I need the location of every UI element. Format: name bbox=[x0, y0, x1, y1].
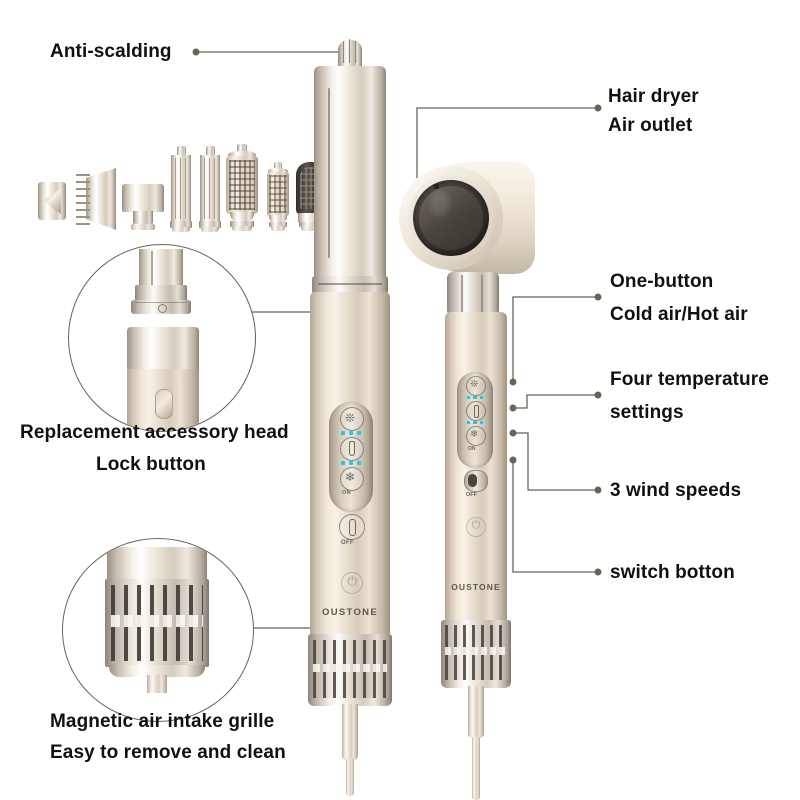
toggle-switch-icon bbox=[468, 474, 477, 487]
fan-icon: ❊ bbox=[345, 411, 356, 425]
dryer-neck bbox=[447, 272, 499, 316]
dryer-brand-logo: OUSTONE bbox=[451, 582, 501, 592]
dryer-on-off-switch[interactable] bbox=[464, 470, 488, 492]
styler-control-panel[interactable]: ❊ ❄ bbox=[329, 402, 373, 512]
thermometer-icon bbox=[474, 405, 479, 418]
thermometer-icon bbox=[349, 441, 355, 456]
dryer-temperature-button[interactable] bbox=[466, 401, 486, 421]
lock-button[interactable] bbox=[155, 389, 173, 419]
label-settings: settings bbox=[610, 402, 684, 423]
detail-lower-body bbox=[127, 327, 199, 431]
dryer-switch-off-label: OFF bbox=[466, 492, 477, 498]
detail-grille-unit bbox=[105, 547, 209, 693]
label-wind-speeds: 3 wind speeds bbox=[610, 480, 742, 501]
dryer-control-panel[interactable]: ❊ ❄ ON bbox=[457, 372, 493, 468]
dryer-led-row-1 bbox=[467, 396, 483, 400]
styler-brand-logo: OUSTONE bbox=[322, 607, 378, 618]
on-off-switch[interactable] bbox=[339, 514, 365, 540]
label-magnetic-grille: Magnetic air intake grille bbox=[50, 711, 275, 732]
label-air-outlet: Air outlet bbox=[608, 115, 693, 136]
label-hair-dryer: Hair dryer bbox=[608, 86, 699, 107]
switch-off-label: OFF bbox=[341, 540, 354, 546]
grille-detail-circle bbox=[62, 538, 254, 722]
label-lock-button: Lock button bbox=[96, 454, 206, 475]
switch-on-label: ON bbox=[342, 490, 351, 496]
dryer-nozzle bbox=[399, 166, 503, 270]
fan-icon: ❊ bbox=[470, 379, 479, 390]
styler-body: ❊ ❄ bbox=[310, 292, 390, 636]
label-one-button: One-button bbox=[610, 271, 714, 292]
power-icon[interactable]: ⏻ bbox=[341, 572, 363, 594]
led-row-1 bbox=[341, 431, 361, 435]
dryer-switch-on-label: ON bbox=[468, 446, 476, 452]
toggle-switch-icon bbox=[349, 519, 356, 536]
accessory-small-round-brush bbox=[267, 162, 289, 232]
led-row-2 bbox=[341, 461, 361, 465]
dryer-power-icon[interactable]: ⏻ bbox=[466, 517, 486, 537]
snowflake-sun-icon: ❄ bbox=[470, 429, 479, 440]
dryer-handle-body: ❊ ❄ ON bbox=[445, 312, 507, 622]
snowflake-sun-icon: ❄ bbox=[345, 470, 356, 484]
dryer-wind-speed-button[interactable]: ❊ bbox=[466, 376, 486, 396]
dryer-led-row-2 bbox=[467, 421, 483, 425]
cold-hot-button[interactable]: ❄ bbox=[340, 467, 364, 491]
styler-air-intake-grille bbox=[308, 634, 392, 706]
accessory-curling-barrel-left bbox=[170, 146, 192, 232]
accessory-round-volumizing-brush bbox=[226, 144, 258, 232]
label-anti-scalding: Anti-scalding bbox=[50, 41, 172, 62]
label-four-temperature: Four temperature bbox=[610, 369, 769, 390]
accessory-wide-tooth-comb bbox=[76, 168, 116, 230]
accessories-row bbox=[38, 138, 328, 236]
temperature-button[interactable] bbox=[340, 437, 364, 461]
lock-detail-circle bbox=[68, 244, 256, 432]
dryer-cold-hot-button[interactable]: ❄ bbox=[466, 426, 486, 446]
styler-power-cord bbox=[342, 704, 358, 796]
dryer-power-cord bbox=[468, 686, 484, 800]
dryer-head bbox=[395, 160, 535, 280]
hair-styler-device: ❊ ❄ bbox=[300, 36, 400, 796]
hair-dryer-device: ❊ ❄ ON bbox=[395, 160, 535, 800]
accessory-curling-barrel-right bbox=[199, 146, 221, 232]
label-cold-hot-air: Cold air/Hot air bbox=[610, 304, 748, 325]
label-replacement-head: Replacement accessory head bbox=[20, 422, 289, 443]
styler-tip bbox=[336, 36, 364, 68]
label-switch-botton: switch botton bbox=[610, 562, 735, 583]
detail-detached-head bbox=[131, 249, 193, 319]
accessory-concentrator-nozzle bbox=[38, 182, 66, 220]
label-easy-clean: Easy to remove and clean bbox=[50, 742, 286, 763]
accessory-smoothing-head bbox=[122, 184, 164, 232]
dryer-air-intake-grille bbox=[441, 620, 511, 688]
styler-barrel bbox=[314, 66, 386, 278]
wind-speed-button[interactable]: ❊ bbox=[340, 407, 364, 431]
styler-lock-ring bbox=[312, 276, 388, 294]
